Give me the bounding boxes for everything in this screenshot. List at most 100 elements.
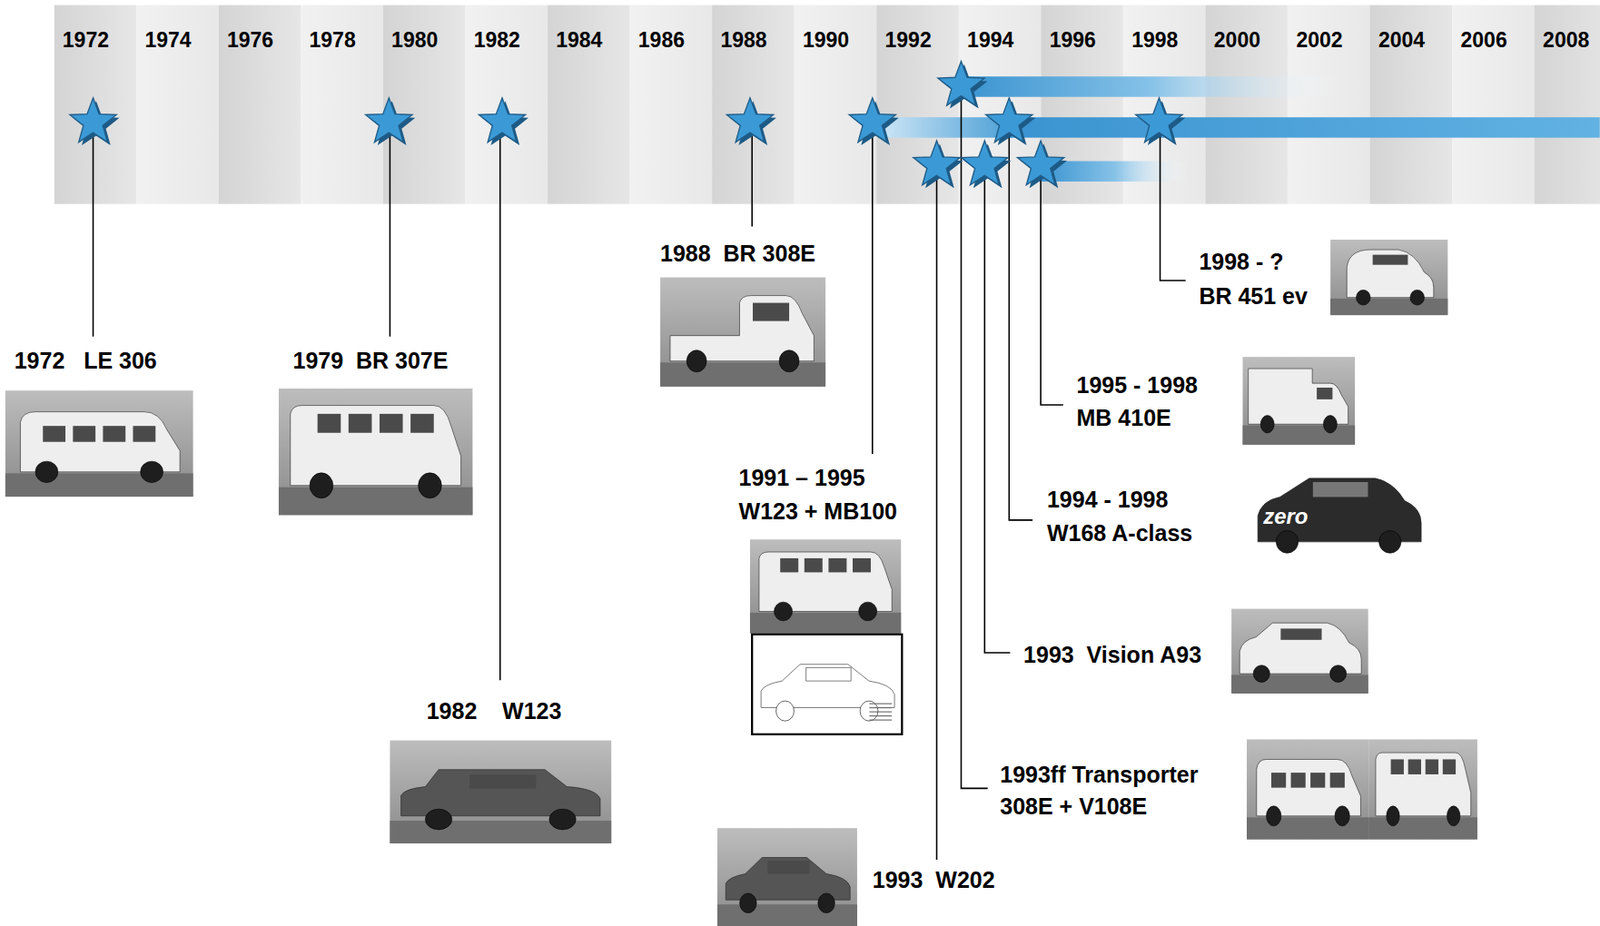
- year-label: 2008: [1542, 28, 1590, 52]
- year-column: [54, 5, 138, 205]
- sketch-legend-line: [869, 720, 892, 721]
- vehicle-wheel: [818, 893, 835, 914]
- vehicle-wheel: [686, 350, 707, 373]
- vehicle-wheel: [774, 602, 793, 622]
- year-column: [136, 5, 219, 205]
- sketch-legend-line: [869, 711, 892, 713]
- event-label: 1979 BR 307E: [293, 347, 449, 375]
- vehicle-body: [725, 858, 850, 901]
- duration-bar: [1008, 117, 1600, 138]
- year-column: [383, 5, 466, 205]
- vehicle-window: [1313, 482, 1369, 497]
- leader-line: [1160, 122, 1186, 281]
- vehicle-wheel: [35, 461, 59, 483]
- vehicle-window: [780, 558, 799, 573]
- vehicle-body: [759, 552, 892, 612]
- event-label: 1982 W123: [426, 698, 563, 725]
- year-column: [300, 5, 384, 205]
- vehicle-window: [42, 425, 66, 443]
- event-star: [961, 140, 1008, 186]
- year-label: 1990: [802, 28, 850, 52]
- event-label: 1995 - 1998: [1076, 372, 1198, 399]
- photo-ground: [750, 612, 901, 634]
- vehicle-body: [1346, 249, 1434, 298]
- photo-ground: [1246, 817, 1370, 840]
- photo-frame: [5, 390, 194, 497]
- vehicle-photo: [750, 539, 901, 633]
- photo-ground: [278, 487, 473, 516]
- photo-frame: [660, 277, 826, 387]
- event-star: [69, 98, 117, 143]
- photo-frame: [1231, 609, 1369, 694]
- year-label: 1982: [474, 28, 521, 52]
- leader-line: [871, 122, 874, 455]
- photo-ground: [717, 904, 858, 926]
- vehicle-window: [1442, 759, 1456, 775]
- vehicle-wheel: [1447, 806, 1461, 827]
- year-column: [958, 5, 1042, 205]
- vehicle-window: [348, 414, 373, 434]
- vehicle-wheel: [776, 701, 795, 721]
- event-label: 1972 LE 306: [14, 347, 158, 375]
- vehicle-body: [401, 770, 601, 817]
- vehicle-window: [806, 667, 852, 682]
- year-band: [54, 5, 1600, 205]
- year-column: [1534, 5, 1600, 205]
- vehicle-wheel: [740, 893, 757, 914]
- vehicle-window: [469, 774, 536, 789]
- vehicle-wheel: [1253, 665, 1270, 683]
- year-label: 1984: [555, 28, 603, 52]
- leader-line: [984, 165, 1010, 653]
- vehicle-wheel: [1386, 806, 1400, 827]
- year-label: 1994: [967, 28, 1014, 52]
- vehicle-body: [760, 664, 895, 709]
- year-column: [1204, 5, 1288, 205]
- year-label: 1974: [144, 28, 191, 52]
- year-label: 1978: [309, 28, 356, 52]
- event-label: 308E + V108E: [999, 793, 1147, 820]
- event-label: 1994 - 1998: [1046, 486, 1168, 514]
- vehicle-wheel: [1275, 531, 1298, 554]
- vehicle-wheel: [1334, 806, 1350, 827]
- event-label: BR 451 ev: [1198, 283, 1308, 310]
- vehicle-window: [828, 558, 847, 573]
- photo-ground: [1330, 298, 1448, 316]
- event-star: [1135, 98, 1183, 143]
- event-label: W168 A-class: [1046, 520, 1193, 547]
- vehicle-window: [752, 303, 790, 322]
- year-label: 2004: [1378, 28, 1425, 52]
- year-label: 2002: [1295, 28, 1343, 52]
- year-label: 1988: [720, 28, 767, 52]
- vehicle-window: [317, 414, 342, 434]
- vehicle-body: [1375, 752, 1472, 817]
- event-label: 1998 - ?: [1198, 248, 1284, 276]
- year-label: 1972: [62, 28, 109, 52]
- photo-frame: [750, 539, 901, 633]
- vehicle-wheel: [418, 473, 443, 499]
- vehicle-photo: [717, 828, 858, 926]
- vehicle-wheel: [549, 809, 576, 830]
- photo-frame: [1246, 455, 1431, 569]
- vehicle-window: [852, 558, 871, 573]
- vehicle-window: [1330, 772, 1345, 789]
- photo-frame: [717, 828, 858, 926]
- leader-line: [389, 122, 392, 337]
- vehicle-wheel: [1330, 665, 1347, 683]
- photos: [5, 239, 1478, 926]
- vehicle-wheel: [140, 461, 164, 483]
- vehicle-photo: [1369, 739, 1478, 840]
- vehicle-window: [804, 558, 823, 573]
- year-label: 1976: [227, 28, 274, 52]
- event-label: MB 410E: [1076, 404, 1172, 432]
- vehicle-window: [132, 425, 156, 443]
- event-star: [1017, 140, 1064, 186]
- vehicle-wheel: [1260, 415, 1275, 434]
- year-column: [630, 5, 713, 205]
- vehicle-wheel: [1323, 415, 1338, 434]
- year-label: 1980: [391, 28, 438, 52]
- event-star: [986, 98, 1033, 143]
- photo-ground: [5, 473, 194, 497]
- event-label: 1988 BR 308E: [660, 240, 816, 267]
- vehicle-window: [1425, 759, 1439, 775]
